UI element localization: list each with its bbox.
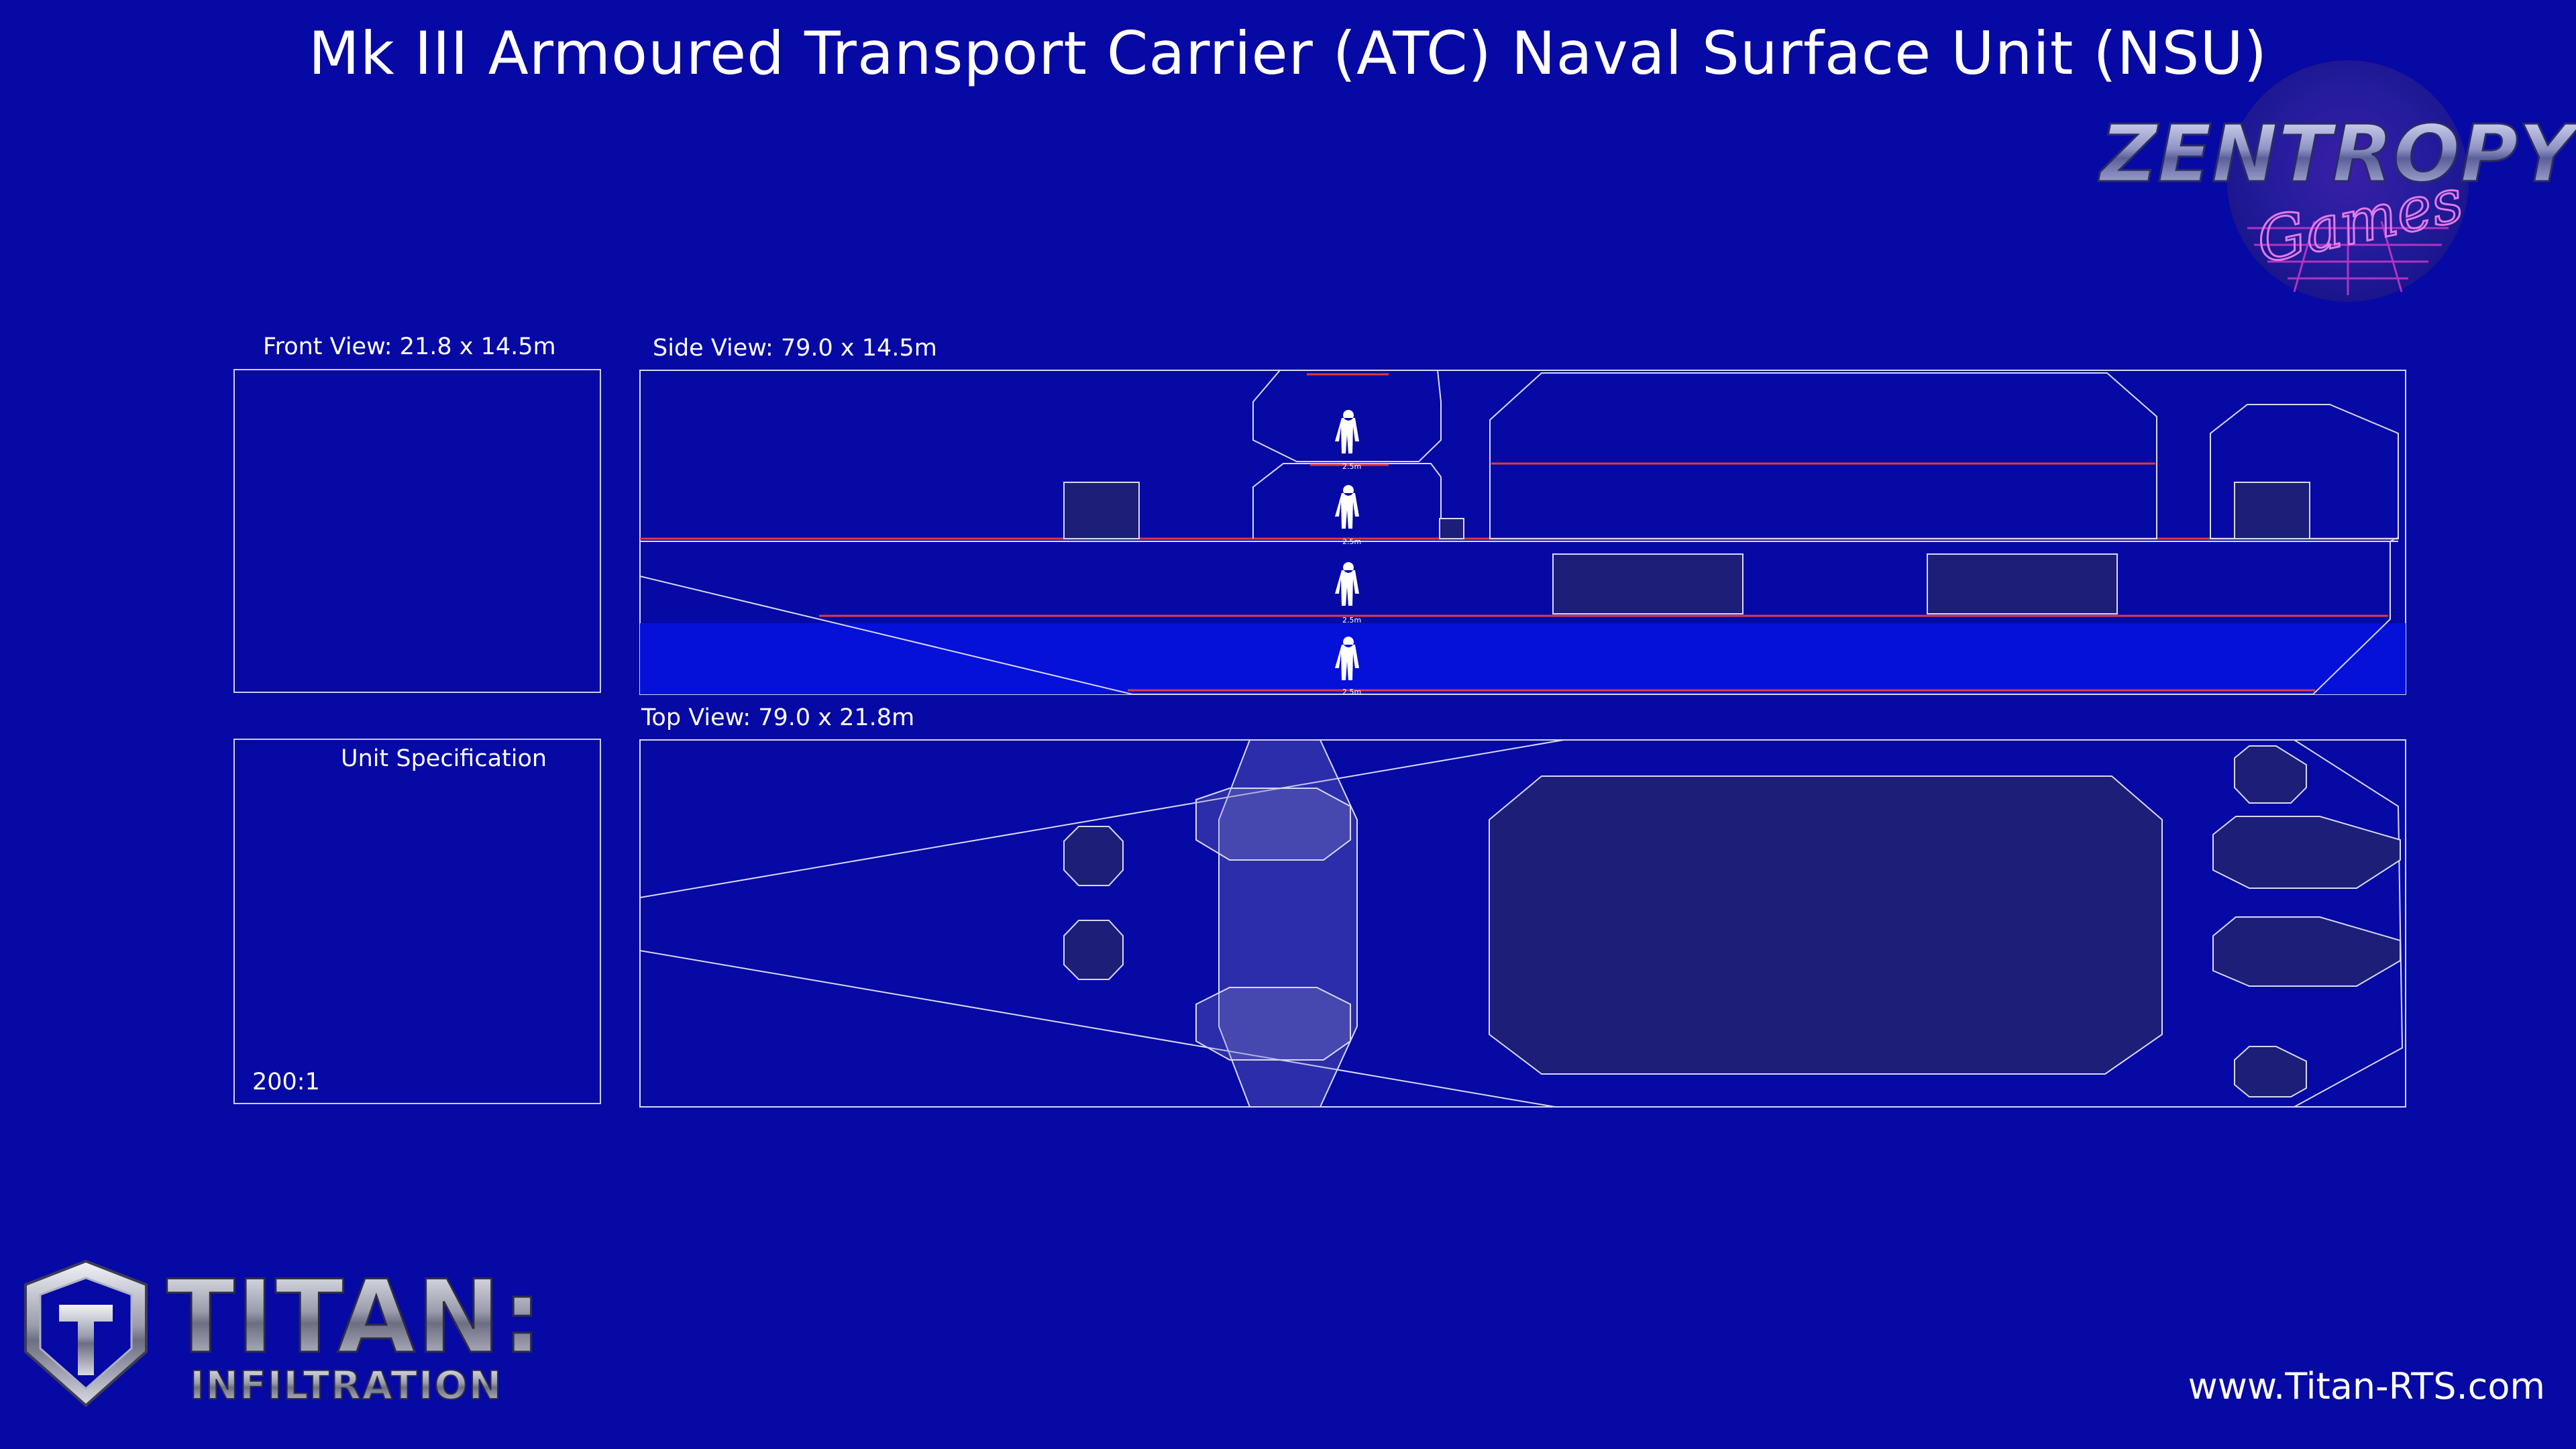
svg-text:2.5m: 2.5m (1342, 688, 1361, 696)
website-link[interactable]: www.Titan-RTS.com (2188, 1365, 2545, 1407)
titan-logo-sub: INFILTRATION (190, 1362, 502, 1408)
aft-tower (2210, 404, 2399, 539)
bridge-upper (1252, 370, 1442, 462)
side-view-label: Side View: 79.0 x 14.5m (653, 335, 937, 362)
scale-figure-2: 2.5m (1335, 485, 1361, 546)
unit-spec-panel: Unit Specification 200:1 (233, 739, 601, 1104)
side-cargo-box-2 (2234, 482, 2310, 539)
front-view-panel (233, 369, 601, 693)
waterline-area (640, 623, 2406, 694)
zentropy-games-logo: ZENTROPY Games (2096, 60, 2576, 302)
zentropy-logo-main: ZENTROPY (2098, 107, 2576, 200)
scale-figure-4: 2.5m (1335, 637, 1361, 696)
hull-taper (639, 898, 1556, 1108)
front-view-label: Front View: 21.8 x 14.5m (263, 333, 556, 360)
top-turret-2 (1063, 920, 1124, 980)
unit-spec-title: Unit Specification (341, 745, 547, 772)
side-view-drawing: 2.5m 2.5m 2.5m 2.5m (639, 370, 2406, 696)
titan-shield-icon (24, 1259, 148, 1407)
top-hangar (1489, 775, 2163, 1075)
side-small-box (1439, 518, 1464, 539)
titan-logo-main: TITAN: (166, 1259, 543, 1376)
top-view-drawing (639, 739, 2406, 1108)
svg-text:2.5m: 2.5m (1342, 616, 1361, 625)
hull-outline (639, 541, 2391, 695)
top-turret-3 (2234, 745, 2307, 804)
top-turret-5 (2212, 916, 2401, 987)
svg-text:2.5m: 2.5m (1342, 462, 1361, 471)
hangar-structure (1489, 372, 2157, 539)
top-turret-1 (1063, 826, 1124, 886)
bridge-lower (1252, 463, 1442, 539)
scale-figure-1: 2.5m (1335, 410, 1361, 471)
page-title: Mk III Armoured Transport Carrier (ATC) … (308, 19, 2268, 88)
top-turret-4 (2212, 816, 2401, 889)
svg-text:2.5m: 2.5m (1342, 537, 1361, 546)
top-bridge-wing-rear (1195, 987, 1351, 1061)
top-view-label: Top View: 79.0 x 21.8m (641, 704, 915, 731)
side-vehicle-2 (1927, 553, 2118, 614)
top-bridge-wing-front (1195, 788, 1351, 861)
titan-infiltration-logo: TITAN: INFILTRATION (24, 1258, 543, 1409)
side-vehicle-1 (1552, 553, 1743, 614)
scale-figure-3: 2.5m (1335, 562, 1361, 625)
scale-ratio: 200:1 (252, 1069, 320, 1095)
side-cargo-box-1 (1063, 482, 1140, 539)
top-turret-6 (2234, 1046, 2307, 1097)
top-bridge-body (1218, 739, 1358, 1108)
